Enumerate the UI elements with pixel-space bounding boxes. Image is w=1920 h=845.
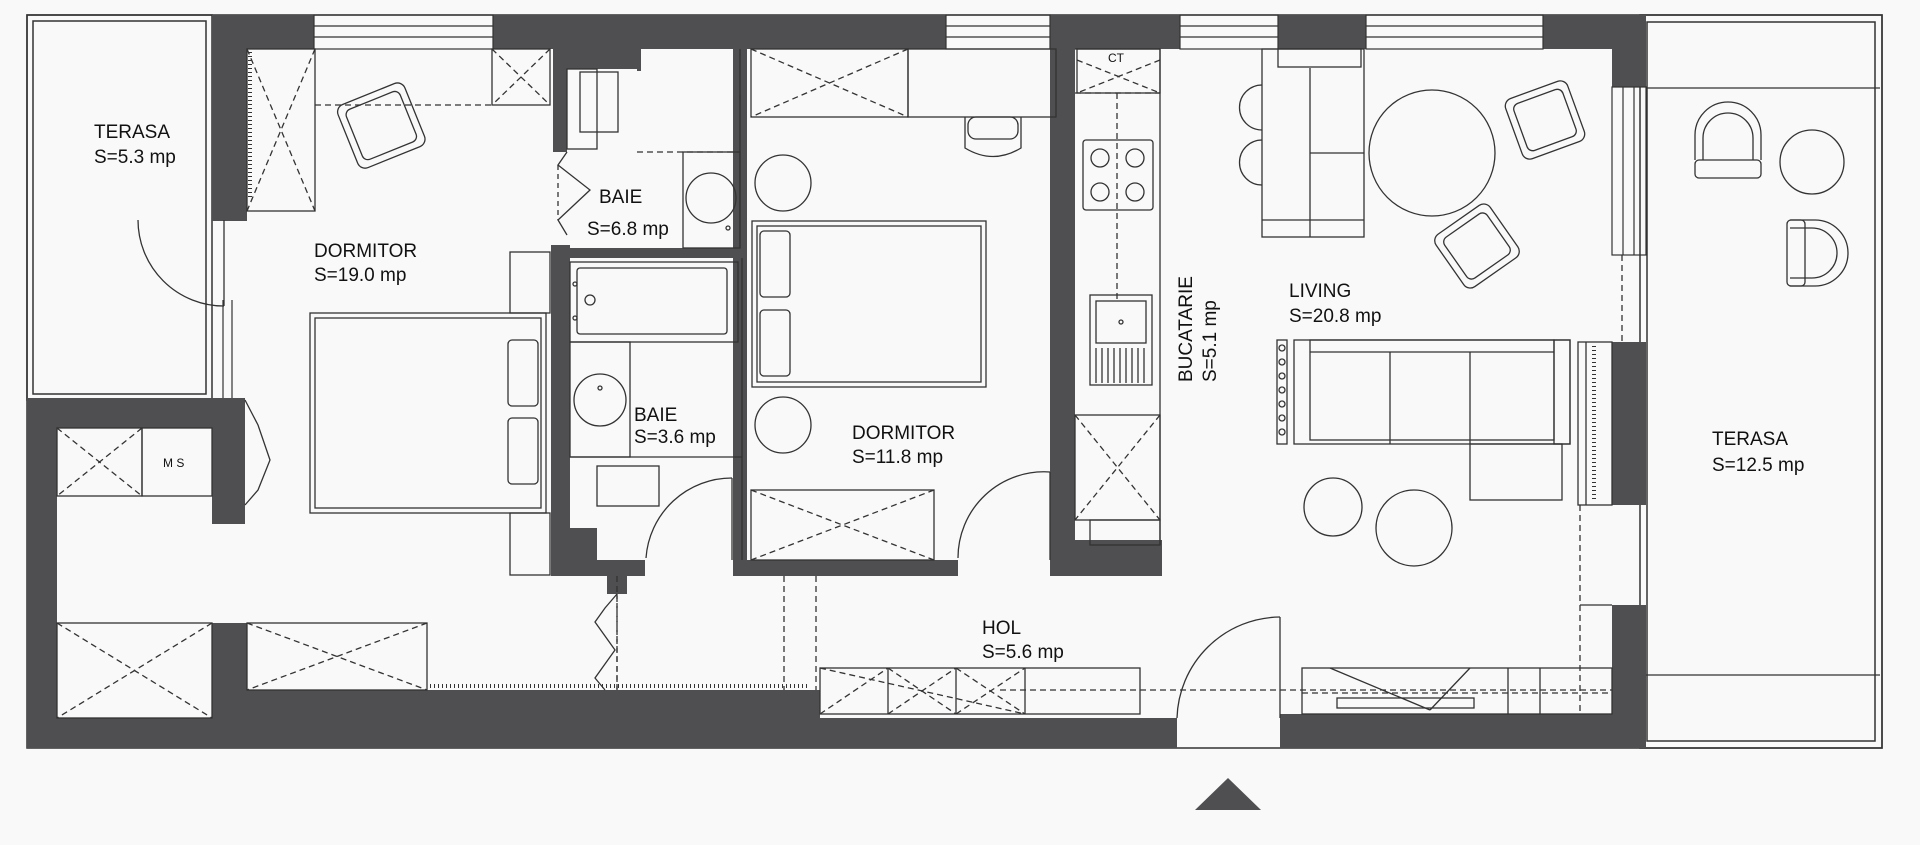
furniture-lines bbox=[56, 48, 1880, 719]
entrance-arrow-icon bbox=[1195, 778, 1261, 810]
hol-area: S=5.6 mp bbox=[982, 642, 1064, 663]
living-area: S=20.8 mp bbox=[1289, 306, 1381, 327]
dormitor-2-name: DORMITOR bbox=[852, 423, 955, 444]
baie-2-area: S=3.6 mp bbox=[634, 427, 716, 448]
ms-tag: M S bbox=[163, 456, 184, 470]
baie-1-area: S=6.8 mp bbox=[587, 219, 669, 240]
ct-tag: CT bbox=[1108, 51, 1125, 65]
bucatarie-name: BUCATARIE bbox=[1176, 276, 1197, 382]
baie-1-name: BAIE bbox=[599, 187, 642, 208]
walls bbox=[27, 15, 1646, 748]
terasa-left-name: TERASA bbox=[94, 122, 170, 143]
terasa-left-area: S=5.3 mp bbox=[94, 147, 176, 168]
living-name: LIVING bbox=[1289, 281, 1351, 302]
dormitor-2-area: S=11.8 mp bbox=[852, 447, 943, 468]
windows bbox=[222, 14, 1647, 398]
terasa-right-area: S=12.5 mp bbox=[1712, 455, 1804, 476]
dormitor-master-area: S=19.0 mp bbox=[314, 265, 406, 286]
hol-name: HOL bbox=[982, 618, 1021, 639]
dormitor-master-name: DORMITOR bbox=[314, 241, 417, 262]
terasa-right-name: TERASA bbox=[1712, 429, 1788, 450]
baie-2-name: BAIE bbox=[634, 405, 677, 426]
bucatarie-area: S=5.1 mp bbox=[1200, 300, 1221, 382]
room-labels: TERASA S=5.3 mp DORMITOR S=19.0 mp BAIE … bbox=[94, 51, 1804, 663]
